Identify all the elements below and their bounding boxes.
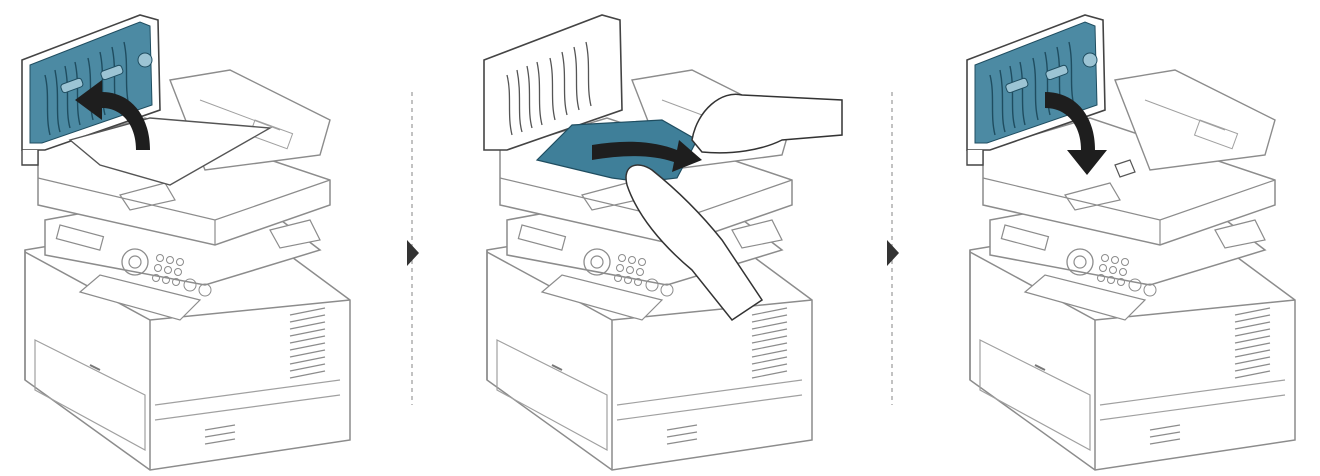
step-3-close-cover [966, 14, 1296, 471]
step-1-open-cover [21, 14, 351, 471]
open-cover-lift-arrow-icon [75, 80, 150, 150]
close-cover-down-arrow-icon [1045, 92, 1107, 175]
right-hand [691, 93, 843, 154]
step-marker-1 [407, 240, 419, 266]
left-hand [625, 164, 764, 322]
step-marker-2 [887, 240, 899, 266]
pull-paper-arrow-icon [592, 140, 702, 172]
step-2-remove-paper [483, 14, 843, 471]
